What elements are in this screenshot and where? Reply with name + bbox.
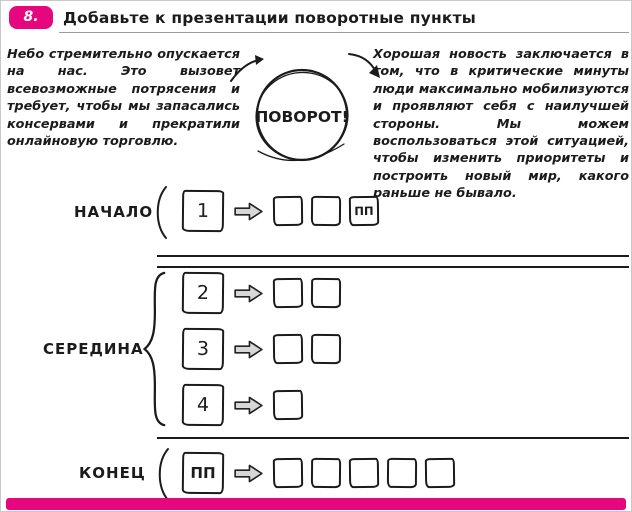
slide-box <box>310 457 342 489</box>
arrow-to-circle-head-icon <box>255 55 264 65</box>
section-label-middle: СЕРЕДИНА <box>43 340 144 358</box>
diagram-row: 3 <box>181 327 342 371</box>
footer-accent-bar <box>6 498 626 510</box>
turning-point-box: ПП <box>348 195 380 227</box>
slide-box <box>348 457 380 489</box>
turn-circle-doodle: ПОВОРОТ! <box>230 53 380 162</box>
arrow-to-circle-icon <box>230 59 260 82</box>
stage-number-box: 3 <box>181 327 225 371</box>
middle-rows: 2 3 4 <box>181 271 342 427</box>
arrow-from-circle-head-icon <box>369 65 380 78</box>
slide-box <box>386 457 418 489</box>
slide-box <box>272 333 304 365</box>
header-divider <box>59 32 629 33</box>
arrow-from-circle-icon <box>348 53 377 73</box>
turn-circle-label: ПОВОРОТ! <box>255 108 348 126</box>
block-arrow-right-icon <box>233 463 264 484</box>
slide-box <box>272 195 304 227</box>
diagram-row: 1 ПП <box>181 189 380 233</box>
intro-left-paragraph: Небо стремительно опускается на нас. Это… <box>7 47 240 149</box>
section-label-beginning: НАЧАЛО <box>74 203 154 221</box>
slide-box <box>424 457 456 489</box>
tip-number-badge: 8. <box>9 6 53 29</box>
slide-box <box>310 333 342 365</box>
block-arrow-right-icon <box>233 283 264 304</box>
stage-number-box: ПП <box>181 451 225 495</box>
middle-brace-icon <box>142 271 166 427</box>
stage-number-box: 2 <box>181 271 225 315</box>
separator-line <box>157 255 629 257</box>
block-arrow-right-icon <box>233 395 264 416</box>
diagram-row: 4 <box>181 383 341 427</box>
diagram-row: 2 <box>181 271 342 315</box>
diagram-row: ПП <box>181 451 456 495</box>
end-rows: ПП <box>181 451 456 495</box>
block-arrow-right-icon <box>233 339 264 360</box>
slide-box <box>310 277 342 309</box>
slide-box <box>272 389 304 421</box>
beginning-paren-icon <box>156 186 167 239</box>
separator-line <box>157 437 629 439</box>
slide-box <box>272 277 304 309</box>
page-title: Добавьте к презентации поворотные пункты <box>63 9 476 27</box>
section-label-end: КОНЕЦ <box>79 464 146 482</box>
intro-right-paragraph: Хорошая новость заключается в том, что в… <box>373 47 629 202</box>
separator-line <box>157 266 629 268</box>
beginning-rows: 1 ПП <box>181 189 380 233</box>
slide-box <box>310 195 342 227</box>
stage-number-box: 4 <box>181 383 225 427</box>
block-arrow-right-icon <box>233 201 264 222</box>
end-paren-icon <box>158 448 169 501</box>
stage-number-box: 1 <box>181 189 225 233</box>
slide-box <box>272 457 304 489</box>
turn-circle-underline-arc <box>257 143 345 162</box>
